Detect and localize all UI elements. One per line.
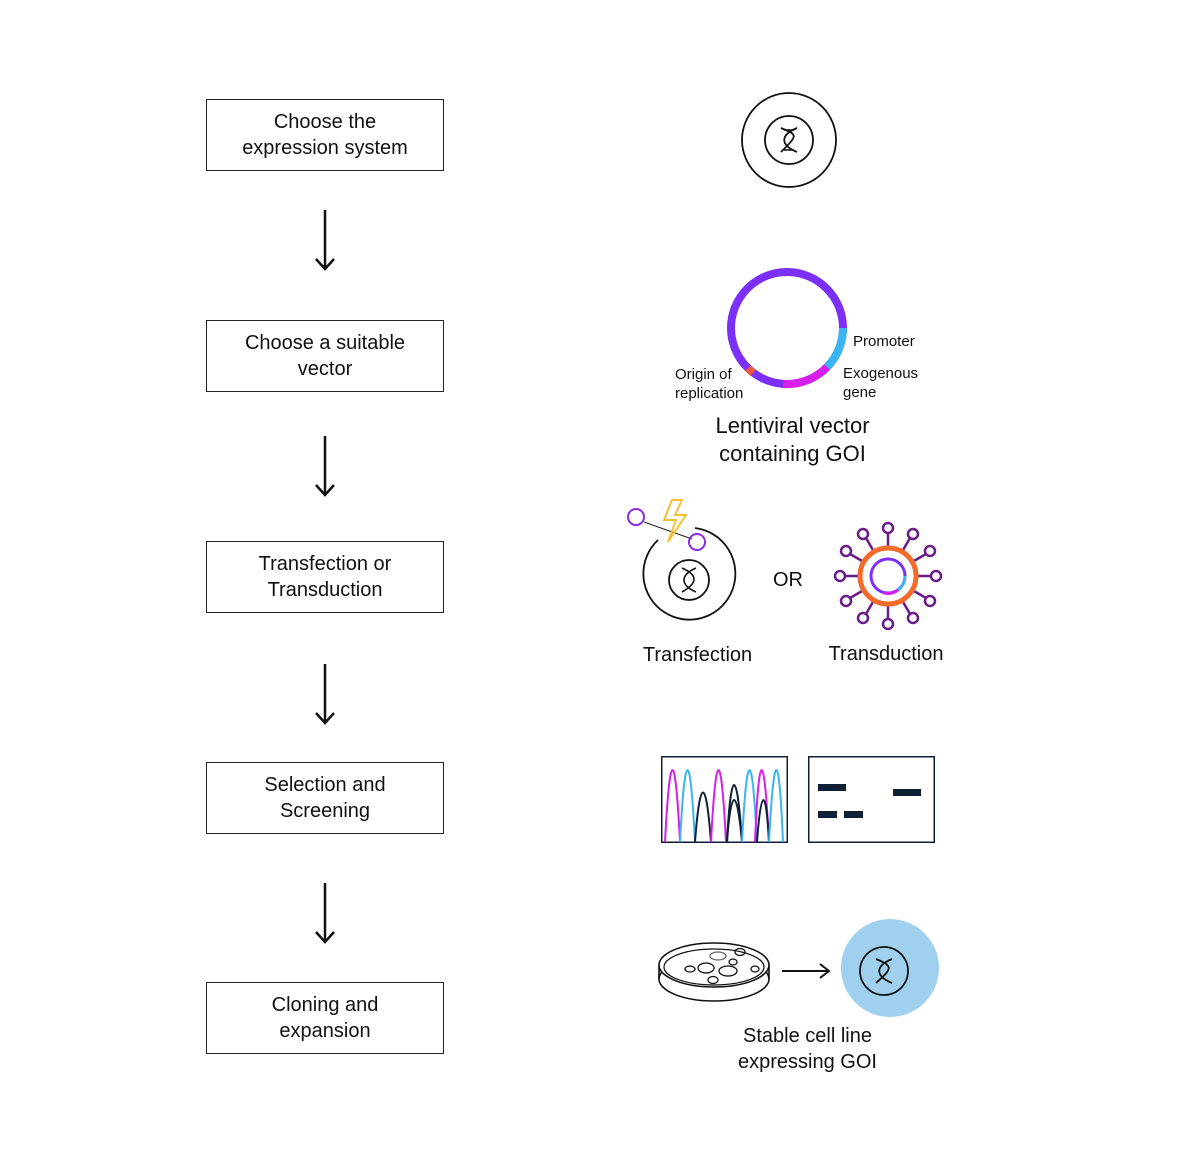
step-label: Choose a suitable vector <box>244 332 406 380</box>
down-arrow-icon <box>315 664 335 725</box>
step-selection-screening: Selection and Screening <box>206 762 444 834</box>
down-arrow-icon <box>315 210 335 271</box>
gel-band <box>893 789 921 796</box>
step-label: Transfection or Transduction <box>258 553 392 601</box>
lightning-bolt-icon <box>662 499 688 543</box>
transduction-label: Transduction <box>828 643 944 665</box>
step-transfection-transduction: Transfection or Transduction <box>206 541 444 613</box>
dna-icon <box>859 946 909 996</box>
gene-label-1: Exogenous <box>843 365 919 382</box>
petri-dish-icon <box>658 942 770 1002</box>
gene-label-2: gene <box>843 384 877 401</box>
sequencing-chromatogram-icon <box>661 756 788 843</box>
origin-segment <box>744 365 756 377</box>
step-choose-vector: Choose a suitable vector <box>206 320 444 392</box>
gel-band <box>844 811 863 818</box>
plasmid-dot <box>688 533 706 551</box>
down-arrow-icon <box>315 436 335 497</box>
dna-icon <box>764 115 814 165</box>
virus-icon <box>833 521 943 631</box>
or-label: OR <box>773 569 803 591</box>
transfection-label: Transfection <box>642 644 753 666</box>
stable-cell-icon <box>841 919 939 1017</box>
gene-segment <box>782 364 830 389</box>
step-cloning-expansion: Cloning and expansion <box>206 982 444 1054</box>
step-choose-expression-system: Choose the expression system <box>206 99 444 171</box>
right-arrow-icon <box>782 963 831 979</box>
plasmid-dot <box>627 508 645 526</box>
promoter-segment <box>824 327 847 370</box>
stable-line-label-2: expressing GOI <box>738 1051 877 1073</box>
cell-icon <box>741 92 837 188</box>
down-arrow-icon <box>315 883 335 944</box>
origin-label-2: replication <box>675 385 744 402</box>
step-label: Cloning and expansion <box>271 994 379 1042</box>
promoter-label: Promoter <box>853 333 915 350</box>
vector-title-1: Lentiviral vector <box>715 413 870 438</box>
transfection-icon <box>627 499 737 621</box>
gel-band <box>818 811 837 818</box>
step-label: Selection and Screening <box>264 774 386 822</box>
vector-title-2: containing GOI <box>719 441 866 466</box>
gel-electrophoresis-icon <box>808 756 935 843</box>
stable-line-label-1: Stable cell line <box>743 1025 872 1047</box>
origin-label-1: Origin of <box>675 366 732 383</box>
plasmid-vector-icon <box>727 268 847 389</box>
gel-band <box>818 784 846 791</box>
step-label: Choose the expression system <box>242 111 408 159</box>
